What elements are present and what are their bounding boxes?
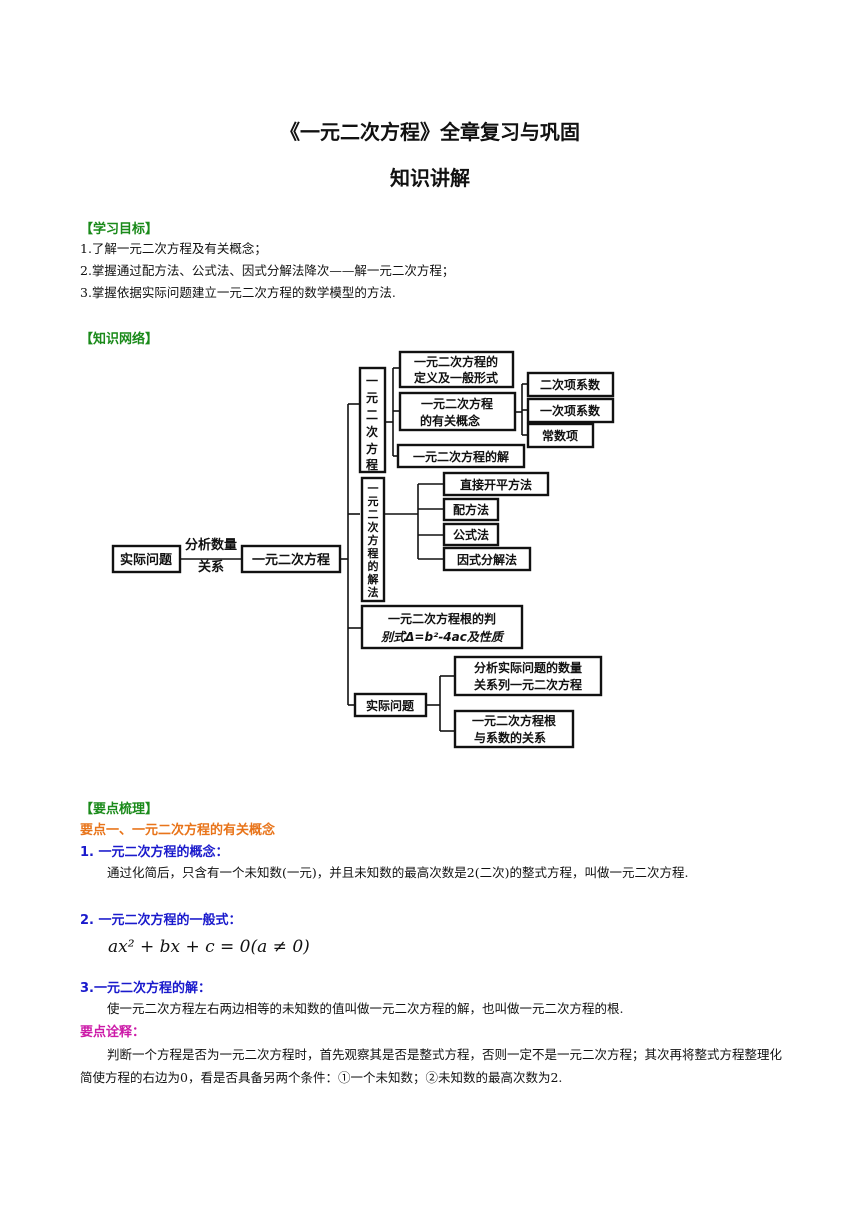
branch2-char: 一 [368, 482, 379, 495]
concept-label: 一元二次方程 [421, 396, 493, 411]
branch1-char: 次 [366, 424, 378, 439]
note-text: 判断一个方程是否为一元二次方程时，首先观察其是否是整式方程，否则一定不是一元二次… [80, 1047, 783, 1085]
method-label: 配方法 [453, 502, 489, 517]
center-label: 一元二次方程 [252, 552, 330, 568]
solution-title: 3.一元二次方程的解： [80, 981, 211, 996]
practical-box [353, 692, 428, 718]
points-heading: 【要点梳理】 [80, 802, 159, 817]
relation-label: 分析数量 [185, 537, 237, 553]
branch2-char: 元 [368, 495, 379, 508]
branch2-char: 的 [368, 559, 379, 573]
method-box [442, 471, 550, 497]
coeff-label: 二次项系数 [540, 377, 601, 392]
root-label: 实际问题 [120, 552, 173, 568]
branch2-char: 方 [368, 533, 379, 547]
branch2-char: 次 [368, 520, 379, 534]
branch1-char: 二 [366, 408, 378, 422]
branch2-char: 法 [368, 585, 379, 599]
objective-item: 1.了解一元二次方程及有关概念； [80, 241, 267, 256]
definition-label: 一元二次方程的 [414, 354, 498, 369]
solution-text: 使一元二次方程左右两边相等的未知数的值叫做一元二次方程的解，也叫做一元二次方程的… [107, 1001, 624, 1016]
concept-box [398, 391, 517, 432]
branch1-char: 程 [366, 457, 378, 472]
solution-label: 一元二次方程的解 [413, 449, 509, 464]
note-title: 要点诠释： [80, 1025, 146, 1040]
branch1-box [358, 366, 387, 474]
objectives-heading: 【学习目标】 [80, 222, 159, 237]
relation-label: 关系 [198, 559, 224, 575]
branch1-char: 元 [366, 391, 378, 405]
coeff-box [526, 371, 615, 398]
vieta-box [453, 709, 575, 749]
coeff-label: 一次项系数 [540, 403, 601, 418]
model-box [453, 655, 603, 697]
definition-label: 定义及一般形式 [414, 370, 498, 385]
page-subtitle: 知识讲解 [390, 166, 470, 190]
discriminant-label: 别式Δ=b²-4ac及性质 [380, 630, 505, 644]
concept-text: 通过化简后，只含有一个未知数(一元)，并且未知数的最高次数是2(二次)的整式方程… [107, 865, 689, 880]
center-box [240, 544, 342, 574]
network-heading: 【知识网络】 [80, 332, 159, 347]
practical-label: 实际问题 [366, 698, 415, 713]
method-box [442, 522, 500, 547]
discriminant-box [360, 604, 524, 650]
concept-title: 1. 一元二次方程的概念： [80, 845, 229, 860]
general-form-title: 2. 一元二次方程的一般式： [80, 913, 242, 928]
method-box [442, 497, 500, 522]
vieta-label: 一元二次方程根 [472, 713, 556, 728]
vieta-label: 与系数的关系 [474, 730, 546, 745]
discriminant-label: 一元二次方程根的判 [388, 611, 496, 626]
model-label: 分析实际问题的数量 [474, 660, 582, 675]
root-box [111, 544, 182, 574]
method-label: 直接开平方法 [460, 477, 532, 492]
definition-box [398, 350, 515, 389]
branch2-box [360, 476, 386, 603]
coeff-box [526, 422, 595, 449]
objective-item: 3.掌握依据实际问题建立一元二次方程的数学模型的方法. [80, 285, 396, 300]
branch2-char: 程 [368, 546, 379, 560]
coeff-label: 常数项 [542, 428, 578, 443]
method-box [442, 546, 532, 572]
coeff-box [526, 397, 615, 424]
general-formula: ax² + bx + c = 0(a ≠ 0) [108, 937, 310, 957]
point1-title: 要点一、一元二次方程的有关概念 [80, 823, 276, 838]
solution-box [396, 443, 526, 469]
model-label: 关系列一元二次方程 [474, 677, 582, 692]
concept-label: 的有关概念 [420, 413, 480, 428]
branch1-char: 一 [366, 374, 378, 388]
branch2-char: 二 [368, 508, 379, 521]
objective-item: 2.掌握通过配方法、公式法、因式分解法降次——解一元二次方程； [80, 263, 455, 278]
branch2-char: 解 [368, 572, 379, 586]
knowledge-network-diagram: 实际问题 分析数量 关系 一元二次方程 一 元 二 次 方 程 一元二次方程的 … [111, 350, 615, 749]
page-title: 《一元二次方程》全章复习与巩固 [280, 120, 580, 144]
method-label: 因式分解法 [457, 552, 517, 567]
method-label: 公式法 [453, 527, 489, 542]
branch1-char: 方 [366, 441, 378, 456]
